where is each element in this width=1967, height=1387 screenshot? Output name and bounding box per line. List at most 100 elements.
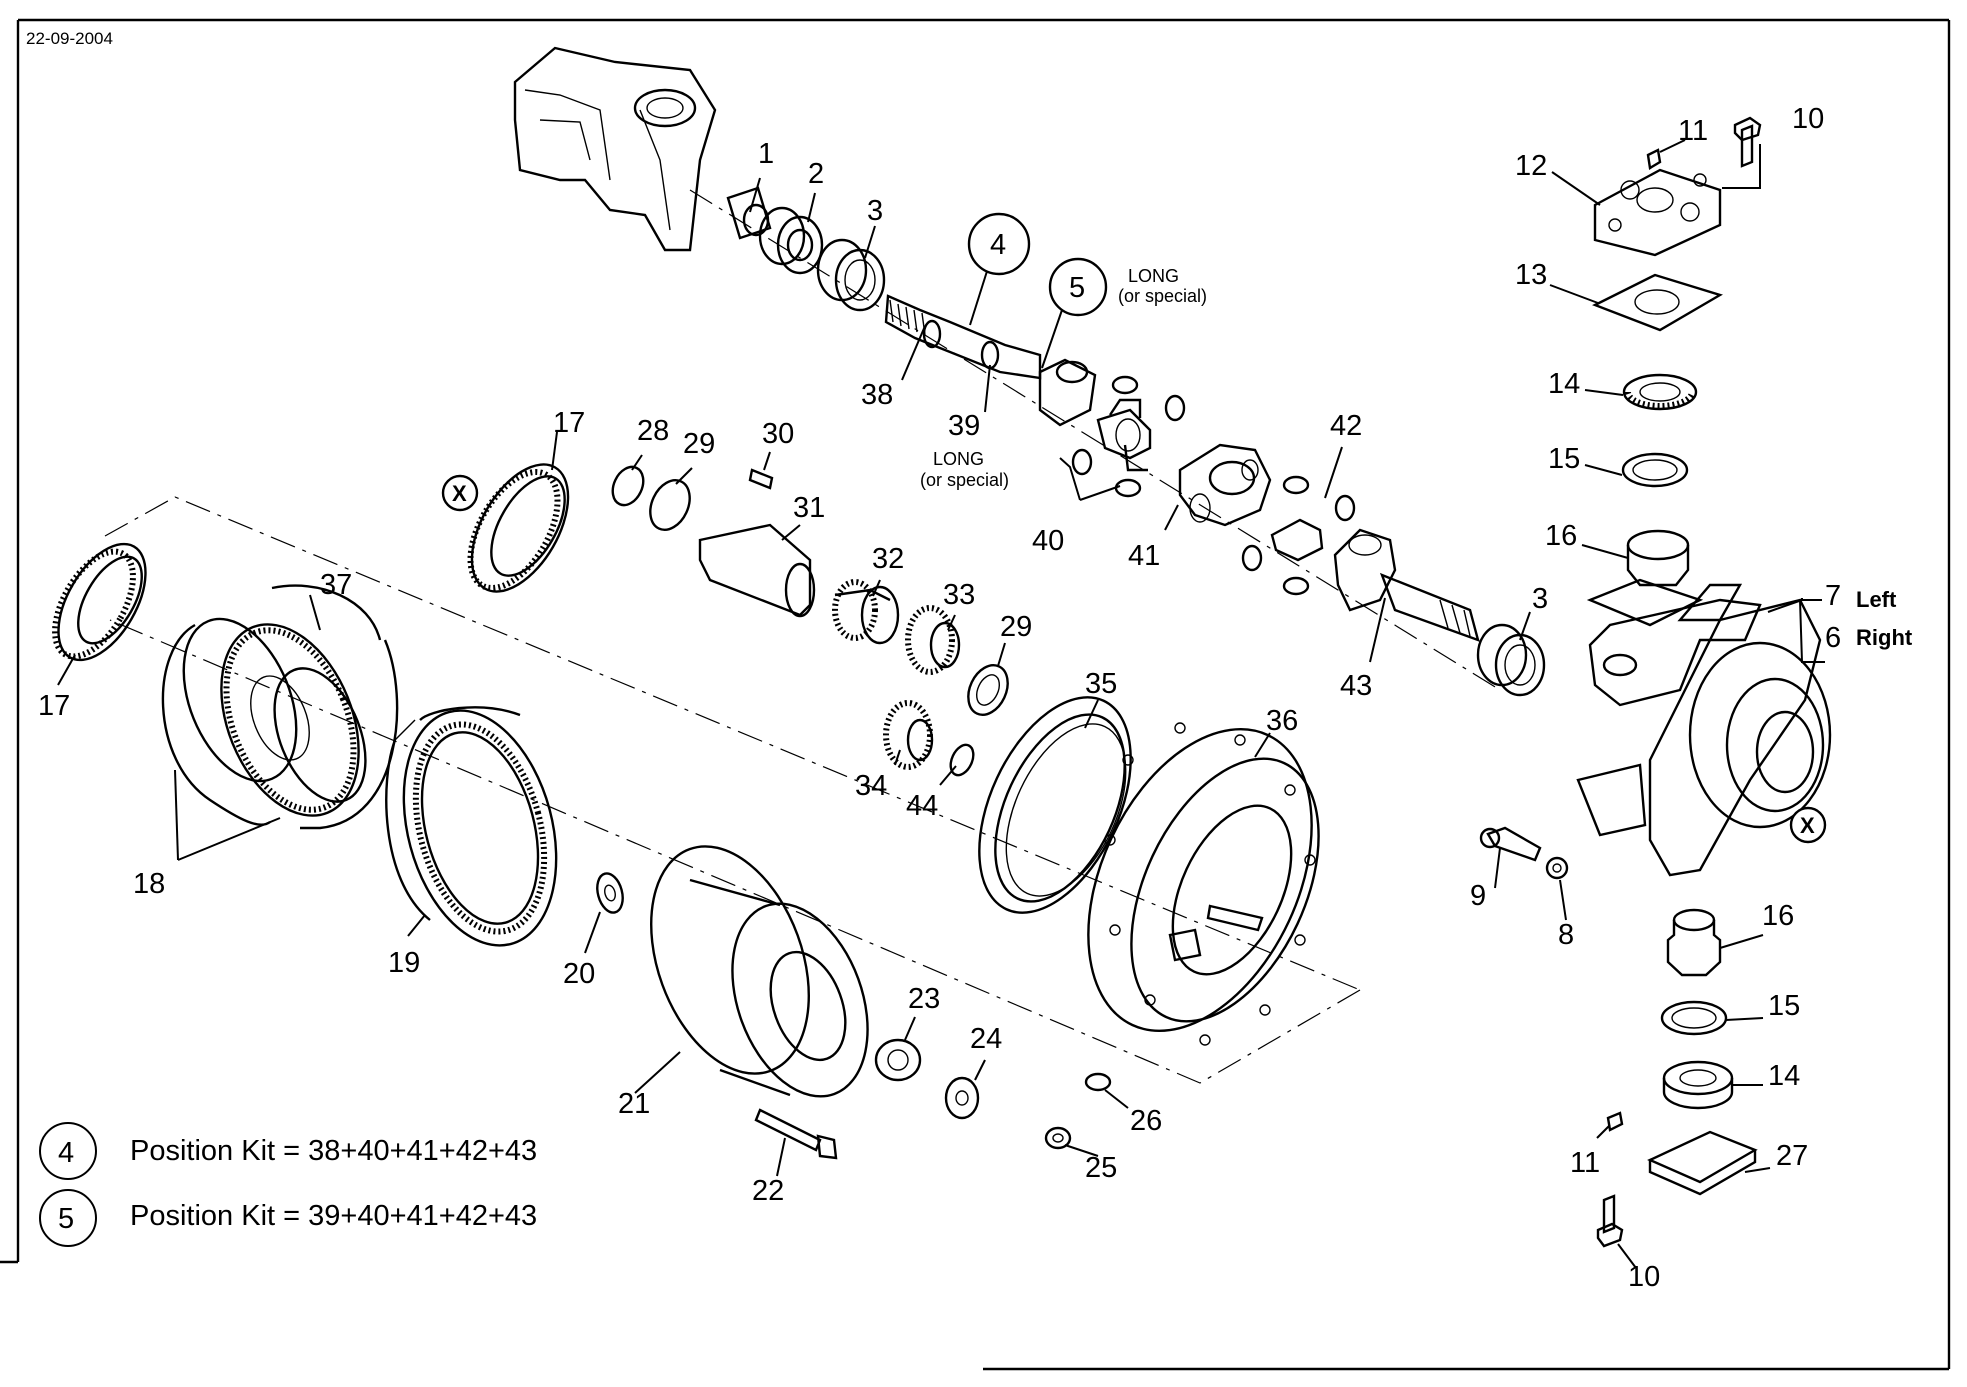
callout-30: 30	[762, 418, 794, 450]
callout-41: 41	[1128, 540, 1160, 572]
washer-24	[944, 1076, 980, 1120]
oring-26	[1084, 1072, 1112, 1092]
bearing-2	[758, 206, 824, 275]
needle-bearing-32	[832, 579, 900, 645]
callout-4: 4	[990, 229, 1006, 261]
callout-1: 1	[758, 138, 774, 170]
callout-3-lower: 3	[1532, 583, 1548, 615]
callout-44: 44	[906, 790, 938, 822]
note-special-5: (or special)	[1118, 286, 1207, 306]
kit-5-text: Position Kit = 39+40+41+42+43	[130, 1200, 537, 1232]
callout-32: 32	[872, 543, 904, 575]
planet-gear-33	[905, 605, 961, 675]
callout-17-middle: 17	[553, 407, 585, 439]
cross-42	[1241, 475, 1356, 596]
x-mark-right	[1789, 806, 1827, 844]
callout-14-top: 14	[1548, 368, 1580, 400]
callout-13: 13	[1515, 259, 1547, 291]
callout-11-bottom: 11	[1570, 1147, 1600, 1179]
race-15-bottom	[1660, 1000, 1728, 1036]
washer-29-a	[649, 479, 691, 531]
callout-numbers: 1 2 3 4 5 LONG (or special) 38 39 LONG (…	[38, 103, 1913, 1293]
kingpin-16-bottom	[1666, 908, 1722, 977]
note-special-39: (or special)	[920, 470, 1009, 490]
nut-8	[1545, 856, 1569, 880]
callout-circle-5	[1048, 257, 1108, 317]
planet-shaft-31	[698, 523, 816, 618]
kingpin-16-top	[1626, 529, 1690, 587]
nut-23	[874, 1038, 922, 1082]
race-15-top	[1621, 452, 1689, 488]
drawing-date: 22-09-2004	[26, 29, 113, 48]
kit-circle-4	[39, 1122, 97, 1180]
note-long-39: LONG	[933, 449, 984, 469]
bearing-14-bottom	[1662, 1060, 1734, 1110]
kit-4-text: Position Kit = 38+40+41+42+43	[130, 1135, 537, 1167]
kit-4-number: 4	[58, 1137, 74, 1169]
callout-23: 23	[908, 983, 940, 1015]
washer-29-b	[967, 664, 1009, 716]
callout-9: 9	[1470, 880, 1486, 912]
circlips-18	[161, 584, 399, 830]
gear-34	[883, 700, 934, 770]
pin-30	[748, 468, 774, 490]
bolt-9	[1479, 826, 1542, 862]
callout-29-lower: 29	[1000, 611, 1032, 643]
double-joint-40-41	[1038, 358, 1186, 498]
callout-29-upper: 29	[683, 428, 715, 460]
shaft-43	[1333, 528, 1480, 642]
callout-14-bottom: 14	[1768, 1060, 1800, 1092]
note-long-5: LONG	[1128, 266, 1179, 286]
callout-10-bottom: 10	[1628, 1261, 1660, 1293]
callout-17-left: 17	[38, 690, 70, 722]
callout-2: 2	[808, 158, 824, 190]
yoke-41	[1178, 443, 1272, 527]
callout-34: 34	[855, 770, 887, 802]
swivel-housing-top	[513, 46, 717, 252]
callout-16-bottom: 16	[1762, 900, 1794, 932]
callout-15-top: 15	[1548, 443, 1580, 475]
callout-7: 7	[1825, 580, 1841, 612]
callout-43: 43	[1340, 670, 1372, 702]
callout-39: 39	[948, 410, 980, 442]
nipple-11-bottom	[1606, 1111, 1624, 1132]
leader-lines	[57, 139, 1825, 1269]
callout-12: 12	[1515, 150, 1547, 182]
callout-35: 35	[1085, 668, 1117, 700]
bearing-14-top	[1622, 373, 1698, 411]
callout-10-top: 10	[1792, 103, 1824, 135]
plug-25	[1044, 1126, 1072, 1150]
kit-5-number: 5	[58, 1203, 74, 1235]
callout-16-top: 16	[1545, 520, 1577, 552]
callout-38: 38	[861, 379, 893, 411]
x-mark-left	[441, 474, 479, 512]
callout-21: 21	[618, 1088, 650, 1120]
bolt-10-bottom	[1596, 1194, 1624, 1248]
callout-24: 24	[970, 1023, 1002, 1055]
callout-40: 40	[1032, 525, 1064, 557]
callout-5: 5	[1069, 272, 1085, 304]
callout-27: 27	[1776, 1140, 1808, 1172]
drawing-frame	[0, 18, 1951, 1371]
callout-18: 18	[133, 868, 165, 900]
kit-legend: 4 Position Kit = 38+40+41+42+43 5 Positi…	[39, 1122, 537, 1247]
callout-15-bottom: 15	[1768, 990, 1800, 1022]
label-left: Left	[1856, 587, 1897, 612]
circlip-44	[949, 743, 975, 777]
callout-19: 19	[388, 947, 420, 979]
nipple-11-top	[1646, 148, 1662, 170]
cover-27	[1647, 1130, 1758, 1196]
seal-3-upper	[816, 238, 886, 312]
bolt-10-top	[1733, 116, 1762, 168]
callout-11-top: 11	[1678, 115, 1708, 147]
x-mark-right-label: X	[1800, 813, 1815, 838]
callout-28: 28	[637, 415, 669, 447]
center-lines	[104, 189, 1501, 1084]
planet-hub-21	[650, 845, 869, 1098]
callout-33: 33	[943, 579, 975, 611]
shim-13	[1592, 273, 1723, 332]
callout-20: 20	[563, 958, 595, 990]
callout-36: 36	[1266, 705, 1298, 737]
callout-31: 31	[793, 492, 825, 524]
